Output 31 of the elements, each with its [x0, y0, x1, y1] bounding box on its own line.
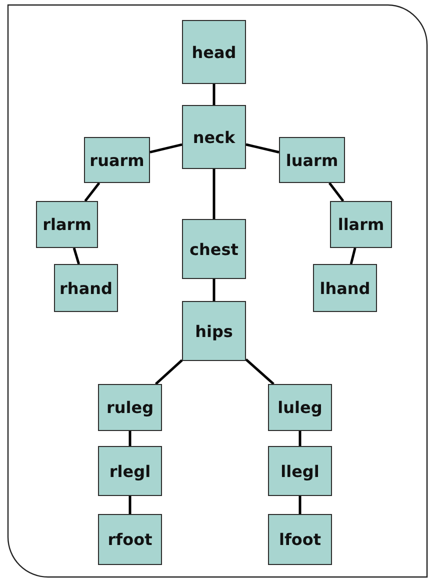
- node-box: head: [182, 20, 246, 84]
- node-box: luarm: [279, 137, 345, 183]
- connector-line: [212, 169, 216, 219]
- node-box: ruarm: [84, 137, 150, 183]
- connector-line: [154, 359, 183, 385]
- node-box: ruleg: [98, 384, 162, 431]
- connector-line: [298, 496, 302, 514]
- node-box: lhand: [313, 264, 377, 312]
- node-box: rhand: [54, 264, 118, 312]
- node-box: rlegl: [98, 446, 162, 496]
- node-box: lfoot: [268, 514, 332, 565]
- connector-line: [72, 248, 80, 264]
- connector-line: [350, 248, 356, 264]
- node-box: neck: [182, 105, 246, 169]
- connector-line: [328, 182, 344, 202]
- node-box: luleg: [268, 384, 332, 431]
- connector-line: [212, 84, 216, 105]
- connector-line: [246, 143, 280, 154]
- connector-line: [298, 431, 302, 446]
- connector-line: [128, 496, 132, 514]
- connector-line: [84, 182, 100, 202]
- node-box: hips: [182, 301, 246, 361]
- node-box: llegl: [268, 446, 332, 496]
- node-box: llarm: [330, 201, 392, 248]
- node-box: chest: [182, 219, 246, 279]
- connector-line: [245, 358, 274, 385]
- node-box: rfoot: [98, 514, 162, 565]
- connector-line: [128, 431, 132, 446]
- node-box: rlarm: [36, 201, 98, 248]
- connector-line: [212, 279, 216, 301]
- connector-line: [150, 143, 182, 154]
